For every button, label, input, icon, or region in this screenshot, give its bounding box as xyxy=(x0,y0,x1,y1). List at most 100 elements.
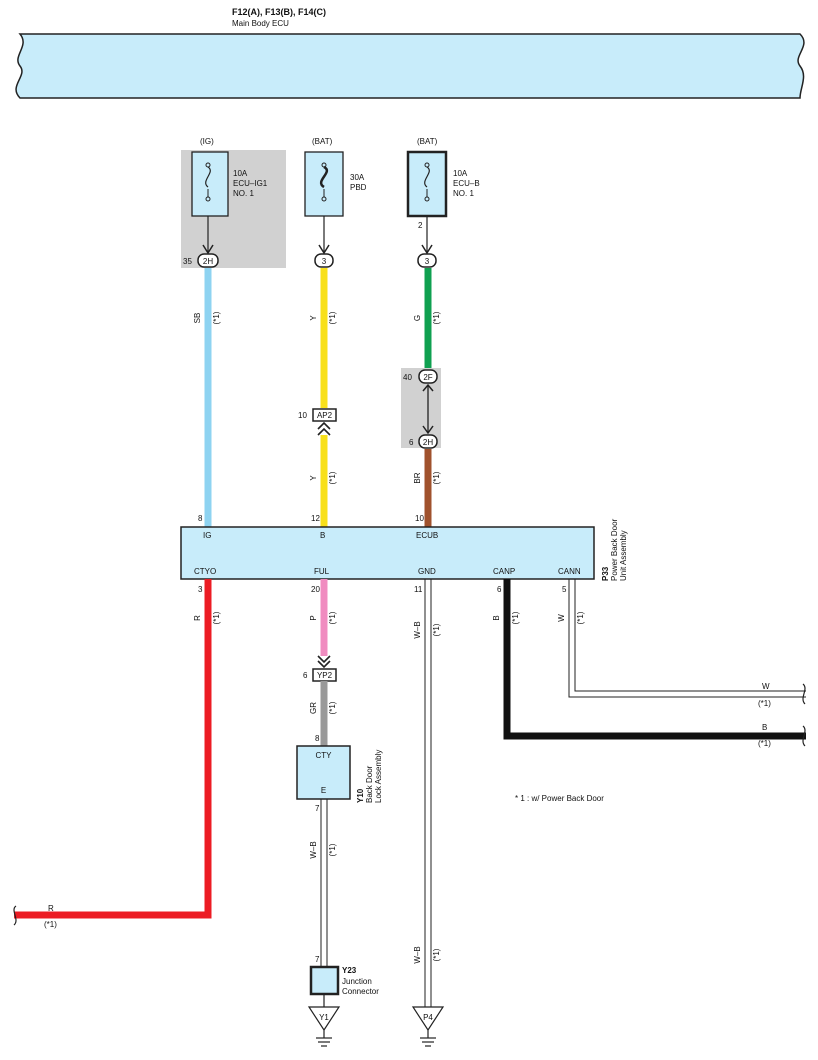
wire-sb-code: SB xyxy=(193,313,202,324)
wire-r-note: (*1) xyxy=(212,611,221,624)
connector-ap2-pin: 10 xyxy=(298,411,307,420)
fuse-ig-name: ECU–IG1 xyxy=(233,179,268,188)
wire-wb-gnd-code: W–B xyxy=(413,621,422,638)
pin-ecub-number: 10 xyxy=(415,514,424,523)
lock-top-label: CTY xyxy=(316,751,333,760)
pin-ctyo-label: CTYO xyxy=(194,567,216,576)
connector-2f xyxy=(418,369,438,384)
fuse-ig-rating: 10A xyxy=(233,169,248,178)
power-back-door-unit xyxy=(180,526,595,580)
wire-y-bottom-code: Y xyxy=(309,475,318,481)
pin-ig-label: IG xyxy=(203,531,211,540)
pin-gnd-label: GND xyxy=(418,567,436,576)
ground-p4-icon xyxy=(411,1006,445,1032)
wire-g-note: (*1) xyxy=(432,311,441,324)
junction-connector-y23 xyxy=(309,965,340,996)
fuse-ig-sub: NO. 1 xyxy=(233,189,254,198)
pin-gnd-number: 11 xyxy=(414,585,423,594)
wire-w-out-note: (*1) xyxy=(758,699,771,708)
wire-wb-p4-code: W–B xyxy=(413,946,422,963)
lock-top-pin: 8 xyxy=(315,734,320,743)
fuse-ecub-sub: NO. 1 xyxy=(453,189,474,198)
fuse-ig-box xyxy=(191,151,229,217)
wire-b-canp-code: B xyxy=(492,615,501,620)
wire-y-top-code: Y xyxy=(309,315,318,321)
wire-b-out-code: B xyxy=(762,723,767,732)
pin-b-label: B xyxy=(320,531,325,540)
wire-r-break xyxy=(13,905,17,926)
wire-gr-code: GR xyxy=(309,702,318,714)
wire-r-code: R xyxy=(193,615,202,621)
unit-name-line2: Unit Assembly xyxy=(619,530,628,581)
connector-yp2-pin: 6 xyxy=(303,671,308,680)
pin-b-number: 12 xyxy=(311,514,320,523)
connector-ap2-label: AP2 xyxy=(317,411,333,420)
connector-2f-pin: 40 xyxy=(403,373,412,382)
wire-p-code: P xyxy=(309,615,318,620)
pin-ig-number: 8 xyxy=(198,514,203,523)
connector-3-ecub-label: 3 xyxy=(425,257,430,266)
connector-3-pbd xyxy=(314,253,334,268)
fuse-ecub-symbol xyxy=(424,162,430,202)
junction-pin: 7 xyxy=(315,955,320,964)
wire-g-code: G xyxy=(413,315,422,321)
lock-bottom-label: E xyxy=(321,786,326,795)
wire-w-out-code: W xyxy=(762,682,770,691)
fuse-pbd-rating: 30A xyxy=(350,173,365,182)
wire-wb-y10-code: W–B xyxy=(309,841,318,858)
fuse-ecub-name: ECU–B xyxy=(453,179,480,188)
wire-y-bottom-note: (*1) xyxy=(328,471,337,484)
pin-canp-number: 6 xyxy=(497,585,502,594)
wire-w-cann-code: W xyxy=(557,614,566,622)
wire-wb-p4-note: (*1) xyxy=(432,948,441,961)
junction-name-line2: Connector xyxy=(342,987,379,996)
footnote: * 1 : w/ Power Back Door xyxy=(515,794,604,803)
wire-w-break xyxy=(802,683,806,705)
ground-p4-label: P4 xyxy=(423,1013,433,1022)
connector-3-pbd-label: 3 xyxy=(322,257,327,266)
wire-wb-gnd xyxy=(424,579,432,1007)
wire-p-note: (*1) xyxy=(328,611,337,624)
ecu-name: Main Body ECU xyxy=(232,19,289,28)
ground-y1-label: Y1 xyxy=(319,1013,329,1022)
wire-sb-note: (*1) xyxy=(212,311,221,324)
pin-ctyo-number: 3 xyxy=(198,585,203,594)
wire-w-cann-note: (*1) xyxy=(576,611,585,624)
fuse-pbd-box xyxy=(304,151,344,217)
wire-gr-note: (*1) xyxy=(328,701,337,714)
wire-br-code: BR xyxy=(413,472,422,483)
ecu-connector-ref: F12(A), F13(B), F14(C) xyxy=(232,7,326,17)
pin-ful-number: 20 xyxy=(311,585,320,594)
wire-r xyxy=(14,579,212,919)
wire-b-break xyxy=(802,725,806,747)
wire-y-top-note: (*1) xyxy=(328,311,337,324)
wire-b-canp-note: (*1) xyxy=(511,611,520,624)
wire-b-out-note: (*1) xyxy=(758,739,771,748)
fuse-ig-source: (IG) xyxy=(200,137,214,146)
fuse-ecub-rating: 10A xyxy=(453,169,468,178)
ground-y1-icon xyxy=(307,1006,341,1032)
connector-3-ecub xyxy=(417,253,437,268)
wire-r-out-code: R xyxy=(48,904,54,913)
unit-ref: P33 xyxy=(601,566,610,581)
lock-bottom-pin: 7 xyxy=(315,804,320,813)
lock-ref: Y10 xyxy=(356,788,365,803)
connector-2h-ig-pin: 35 xyxy=(183,257,192,266)
connector-ap2 xyxy=(312,408,337,422)
wire-b-canp xyxy=(503,579,806,740)
fuse-ecub-pin: 2 xyxy=(418,221,423,230)
fuse-pbd-symbol xyxy=(319,162,329,202)
pin-cann-number: 5 xyxy=(562,585,567,594)
pin-ful-label: FUL xyxy=(314,567,330,576)
connector-yp2-label: YP2 xyxy=(317,671,333,680)
unit-name-line1: Power Back Door xyxy=(610,518,619,581)
pin-ecub-label: ECUB xyxy=(416,531,438,540)
fuse-pbd-name: PBD xyxy=(350,183,367,192)
lock-name-line1: Back Door xyxy=(365,765,374,803)
junction-ref: Y23 xyxy=(342,966,357,975)
connector-2h-ecub-label: 2H xyxy=(423,438,433,447)
wire-r-out-note: (*1) xyxy=(44,920,57,929)
main-body-ecu-box xyxy=(15,33,805,99)
wire-br-note: (*1) xyxy=(432,471,441,484)
